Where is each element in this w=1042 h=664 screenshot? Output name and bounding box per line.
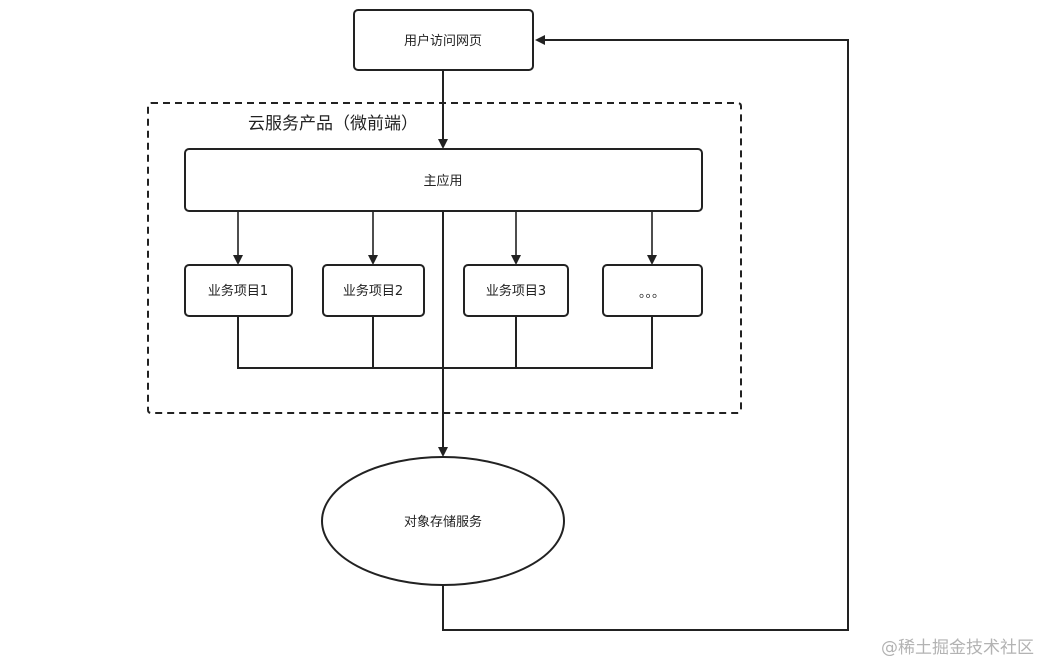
user-visit-label: 用户访问网页: [404, 33, 482, 49]
group-title: 云服务产品（微前端）: [248, 114, 418, 134]
biz-project-more-label: 。。。: [639, 286, 665, 301]
main-app-label: 主应用: [423, 173, 462, 189]
edge-biz-merge-bus: [237, 316, 653, 369]
group-container-cloud-service: [147, 102, 742, 414]
biz-project-1-label: 业务项目1: [208, 283, 268, 299]
biz-project-2-label: 业务项目2: [343, 283, 403, 299]
biz-project-3-label: 业务项目3: [486, 283, 546, 299]
edge-storage-to-user-loop: [442, 35, 849, 631]
watermark-text: @稀土掘金技术社区: [881, 638, 1034, 658]
object-storage-label: 对象存储服务: [404, 514, 482, 530]
